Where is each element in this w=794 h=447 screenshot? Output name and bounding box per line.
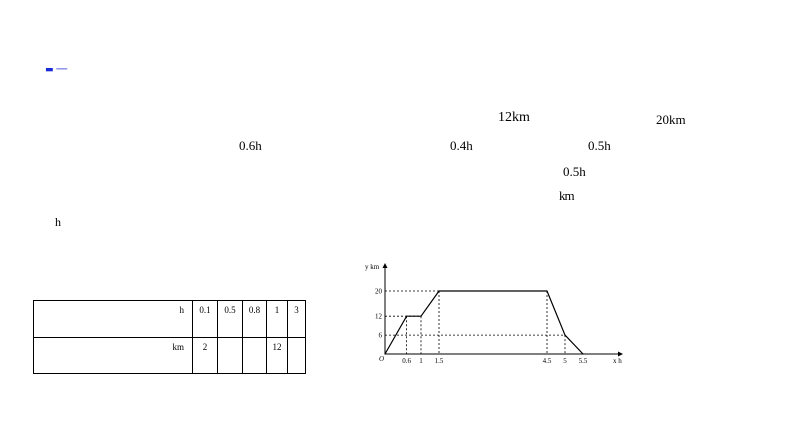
unit-km-text: km xyxy=(559,188,575,203)
y-tick-label: 12 xyxy=(375,313,383,321)
x-tick-label: 5 xyxy=(563,357,567,365)
y-tick-label: 6 xyxy=(379,332,383,340)
table-cell: 0.1 xyxy=(192,300,218,338)
table-cell: 3 xyxy=(287,300,306,338)
table-cell: 12 xyxy=(266,337,288,374)
x-tick-label: 0.6 xyxy=(402,357,411,365)
x-axis-arrow xyxy=(618,351,623,357)
table-cell: 0.8 xyxy=(242,300,267,338)
table-cell: 2 xyxy=(192,337,218,374)
data-point xyxy=(564,334,566,336)
data-point xyxy=(438,290,440,292)
table-cell xyxy=(242,337,267,374)
x-tick-label: 1.5 xyxy=(435,357,444,365)
table-cell: 0.5 xyxy=(217,300,243,338)
y-axis-arrow xyxy=(382,263,388,268)
table-row-label: km xyxy=(33,337,193,374)
x-tick-label: 1 xyxy=(419,357,423,365)
time-0-4h-text: 0.4h xyxy=(450,138,473,153)
table-row: km 2 12 xyxy=(33,337,306,374)
data-point xyxy=(384,353,386,355)
unit-h-text: h xyxy=(55,215,61,229)
time-0-5h-second-text: 0.5h xyxy=(563,164,586,179)
origin-label: O xyxy=(379,355,384,363)
y-tick-label: 20 xyxy=(375,288,383,296)
logo-mark: ▬ ── xyxy=(45,66,68,74)
x-tick-label: 5.5 xyxy=(579,357,588,365)
table-cell xyxy=(287,337,306,374)
series-line xyxy=(384,290,584,355)
table-row: h 0.1 0.5 0.8 1 3 xyxy=(33,300,306,338)
table-cell: 1 xyxy=(266,300,288,338)
x-axis-label: x h xyxy=(613,357,622,365)
data-point xyxy=(582,353,584,355)
table-row-label: h xyxy=(33,300,193,338)
distance-12km-text: 12km xyxy=(498,110,530,125)
time-0-5h-text: 0.5h xyxy=(588,138,611,153)
data-point xyxy=(546,290,548,292)
x-tick-label: 4.5 xyxy=(543,357,552,365)
time-0-6h-text: 0.6h xyxy=(239,138,262,153)
distance-20km-text: 20km xyxy=(656,112,686,127)
table-cell xyxy=(217,337,243,374)
data-point xyxy=(406,315,408,317)
data-point xyxy=(420,315,422,317)
time-distance-table: h 0.1 0.5 0.8 1 3 km 2 12 xyxy=(33,300,306,374)
y-axis-label: y km xyxy=(365,263,380,271)
